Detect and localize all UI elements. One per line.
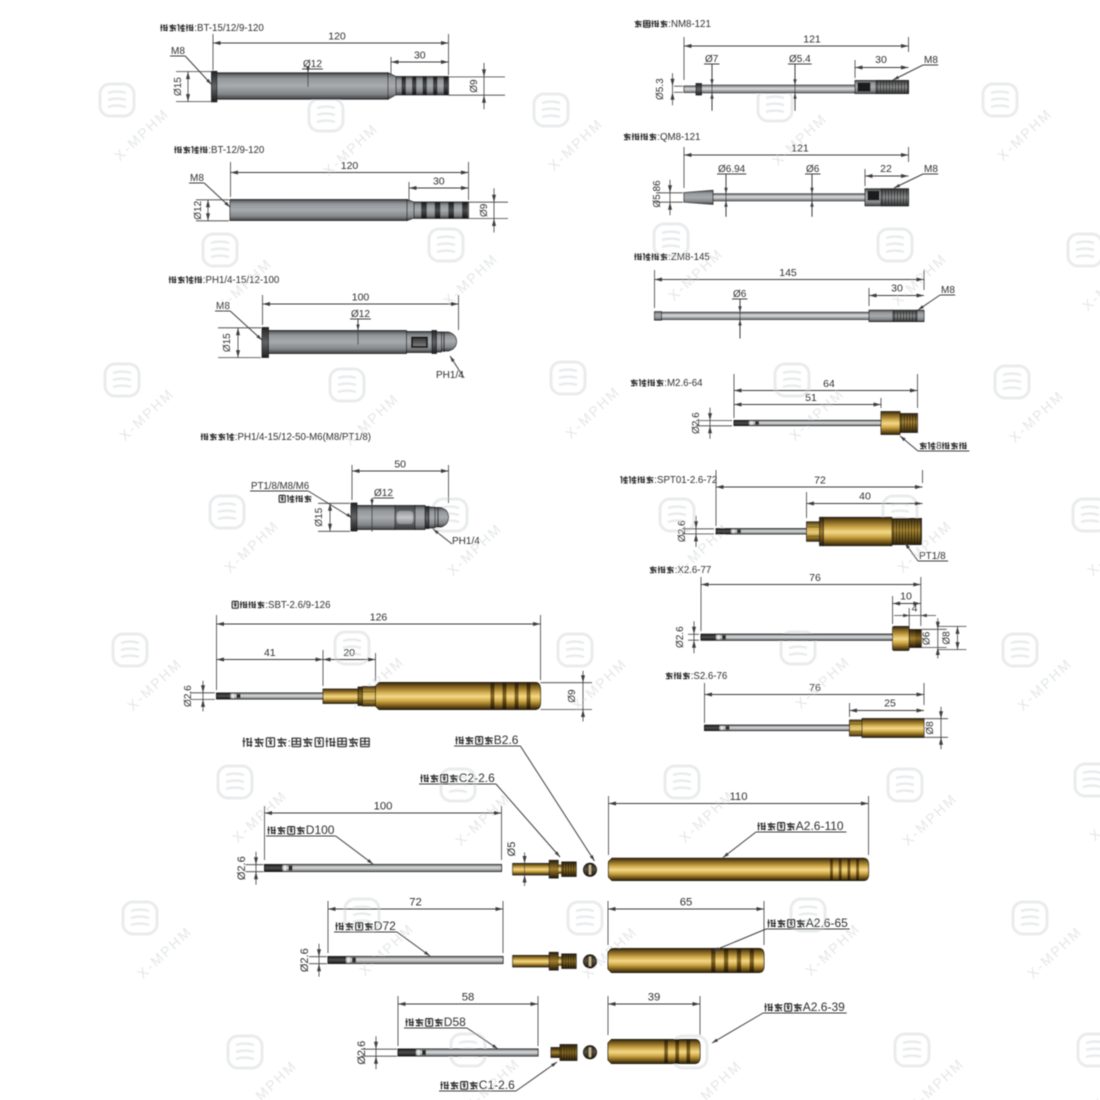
svg-text:30: 30	[875, 54, 887, 66]
svg-text:Ø2.6: Ø2.6	[356, 1041, 368, 1065]
svg-text:Ø12: Ø12	[351, 309, 370, 320]
svg-text:Ø8: Ø8	[925, 721, 936, 735]
svg-text:PH1/4: PH1/4	[436, 370, 464, 381]
svg-text:100: 100	[352, 292, 370, 304]
svg-text::NM8-121: :NM8-121	[668, 19, 711, 30]
svg-text:M8: M8	[171, 46, 185, 57]
svg-text::BT-15/12/9-120: :BT-15/12/9-120	[194, 23, 264, 34]
svg-text:20: 20	[343, 647, 355, 659]
svg-text:Ø5: Ø5	[506, 842, 518, 857]
svg-text:126: 126	[370, 612, 388, 624]
svg-text:PH1/4: PH1/4	[452, 536, 480, 547]
svg-text:Ø15: Ø15	[173, 77, 184, 96]
svg-text::: :	[288, 738, 291, 750]
svg-text:B2.6: B2.6	[494, 733, 519, 747]
svg-text:M8: M8	[924, 55, 938, 66]
svg-text:30: 30	[433, 176, 445, 188]
svg-text:C2-2.6: C2-2.6	[459, 771, 495, 785]
svg-text:58: 58	[462, 992, 475, 1004]
svg-text:Ø2.6: Ø2.6	[677, 520, 688, 542]
svg-text:Ø6: Ø6	[806, 164, 820, 175]
svg-text:Ø15: Ø15	[314, 507, 325, 526]
svg-text:Ø2.6: Ø2.6	[675, 626, 686, 648]
svg-text:Ø12: Ø12	[303, 59, 322, 70]
svg-text:4: 4	[912, 603, 918, 615]
svg-text:Ø9: Ø9	[567, 689, 578, 703]
svg-text:Ø6: Ø6	[922, 631, 933, 645]
svg-text:Ø2.6: Ø2.6	[299, 948, 311, 972]
svg-text:39: 39	[648, 992, 661, 1004]
svg-text:100: 100	[374, 801, 393, 813]
svg-text::S2.6-76: :S2.6-76	[691, 671, 728, 682]
svg-text:145: 145	[779, 267, 797, 279]
svg-text:8: 8	[936, 441, 942, 452]
svg-text:25: 25	[884, 698, 896, 710]
svg-text:M8: M8	[941, 285, 955, 296]
svg-text:Ø12: Ø12	[374, 488, 393, 499]
svg-text:PT1/8: PT1/8	[919, 551, 946, 562]
svg-text:65: 65	[680, 897, 693, 909]
svg-text:Ø5.86: Ø5.86	[652, 180, 663, 208]
svg-text:30: 30	[891, 283, 903, 295]
svg-text:Ø9: Ø9	[469, 79, 480, 93]
svg-text:110: 110	[729, 791, 747, 803]
svg-text:Ø15: Ø15	[222, 333, 233, 352]
svg-text:22: 22	[880, 163, 892, 175]
svg-text::PH1/4-15/12-100: :PH1/4-15/12-100	[203, 275, 280, 286]
svg-text:50: 50	[394, 459, 406, 471]
svg-text:D72: D72	[374, 919, 396, 933]
svg-text:30: 30	[414, 50, 426, 62]
svg-text:121: 121	[791, 143, 809, 155]
svg-text:A2.6-65: A2.6-65	[806, 916, 848, 930]
svg-text:Ø6.94: Ø6.94	[718, 164, 746, 175]
svg-text::SPT01-2.6-72: :SPT01-2.6-72	[654, 475, 717, 486]
svg-text:41: 41	[264, 647, 276, 659]
svg-text::PH1/4-15/12-50-M6(M8/PT1/8): :PH1/4-15/12-50-M6(M8/PT1/8)	[235, 432, 371, 443]
svg-text::M2.6-64: :M2.6-64	[664, 378, 703, 389]
svg-text:76: 76	[809, 682, 821, 694]
svg-text:A2.6-110: A2.6-110	[796, 819, 844, 833]
svg-text:10: 10	[900, 591, 912, 603]
svg-text:120: 120	[328, 31, 346, 43]
svg-text:51: 51	[805, 392, 817, 404]
svg-text:Ø5.3: Ø5.3	[655, 78, 666, 100]
svg-text:Ø2.6: Ø2.6	[691, 412, 702, 434]
svg-text:72: 72	[409, 897, 422, 909]
svg-text:Ø8: Ø8	[941, 631, 952, 645]
svg-text:Ø2.6: Ø2.6	[183, 685, 194, 707]
svg-text:76: 76	[809, 572, 821, 584]
svg-text:64: 64	[823, 378, 835, 390]
svg-text:D100: D100	[306, 823, 335, 837]
svg-text:A2.6-39: A2.6-39	[803, 1000, 845, 1014]
svg-text:121: 121	[803, 34, 821, 46]
svg-text::BT-12/9-120: :BT-12/9-120	[208, 145, 265, 156]
svg-text::SBT-2.6/9-126: :SBT-2.6/9-126	[265, 600, 330, 611]
svg-text:D58: D58	[444, 1015, 466, 1029]
svg-text::QM8-121: :QM8-121	[657, 132, 700, 143]
svg-text:40: 40	[859, 491, 871, 503]
svg-text:M8: M8	[216, 301, 230, 312]
svg-text:M8: M8	[190, 173, 204, 184]
svg-text:C1-2.6: C1-2.6	[479, 1078, 515, 1092]
svg-text:M8: M8	[924, 164, 938, 175]
svg-text:Ø7: Ø7	[705, 54, 719, 65]
svg-text:PT1/8/M8/M6: PT1/8/M8/M6	[251, 481, 309, 492]
svg-text::ZM8-145: :ZM8-145	[668, 252, 709, 263]
svg-text:120: 120	[341, 160, 359, 172]
svg-text:Ø5.4: Ø5.4	[789, 54, 811, 65]
svg-text:Ø6: Ø6	[733, 289, 747, 300]
svg-text:Ø2.6: Ø2.6	[236, 856, 248, 880]
svg-text:Ø12: Ø12	[193, 200, 204, 219]
svg-text:72: 72	[814, 475, 826, 487]
svg-text:Ø9: Ø9	[479, 203, 490, 217]
svg-text::X2.6-77: :X2.6-77	[675, 565, 712, 576]
